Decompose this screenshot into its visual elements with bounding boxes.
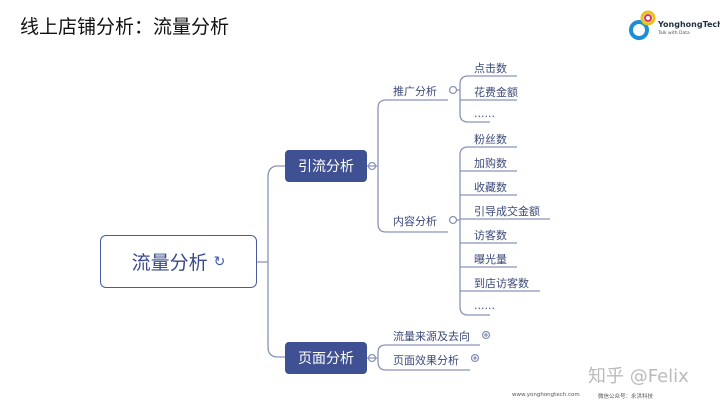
leaf[interactable]: 访客数 <box>474 229 507 242</box>
footer-wechat: 微信公众号：永洪科技 <box>598 394 654 400</box>
branch-promotion[interactable]: 推广分析 <box>393 85 437 98</box>
branch-traffic-source[interactable]: 流量来源及去向 <box>393 330 470 343</box>
leaf[interactable]: 粉丝数 <box>474 133 507 146</box>
logo-name: YonghongTech <box>658 20 720 29</box>
yonghong-logo: YonghongTech Talk with Data <box>628 8 720 48</box>
logo-rings-icon <box>629 10 656 40</box>
leaf[interactable]: 曝光量 <box>474 253 507 266</box>
branch-page-effect[interactable]: 页面效果分析 <box>393 354 459 367</box>
watermark: 知乎 @Felix <box>588 366 689 387</box>
root-label: 流量分析 <box>131 252 208 274</box>
root-node[interactable]: 流量分析 ↻ <box>100 235 257 288</box>
leaf[interactable]: 到店访客数 <box>474 277 529 290</box>
leaf[interactable]: ...... <box>474 107 495 120</box>
logo-slogan: Talk with Data <box>658 31 690 36</box>
refresh-icon: ↻ <box>213 253 226 270</box>
leaf[interactable]: 加购数 <box>474 157 507 170</box>
node-traffic-acquisition[interactable]: 引流分析 <box>285 150 367 182</box>
branch-content[interactable]: 内容分析 <box>393 215 437 228</box>
slide-title: 线上店铺分析：流量分析 <box>20 16 230 38</box>
leaf[interactable]: 点击数 <box>474 62 507 75</box>
leaf[interactable]: 花费金额 <box>474 86 518 99</box>
leaf[interactable]: ...... <box>474 299 495 312</box>
leaf[interactable]: 收藏数 <box>474 181 507 194</box>
node-page-analysis[interactable]: 页面分析 <box>285 342 367 374</box>
footer-website: www.yonghongtech.com <box>512 392 580 398</box>
leaf[interactable]: 引导成交金额 <box>474 205 540 218</box>
